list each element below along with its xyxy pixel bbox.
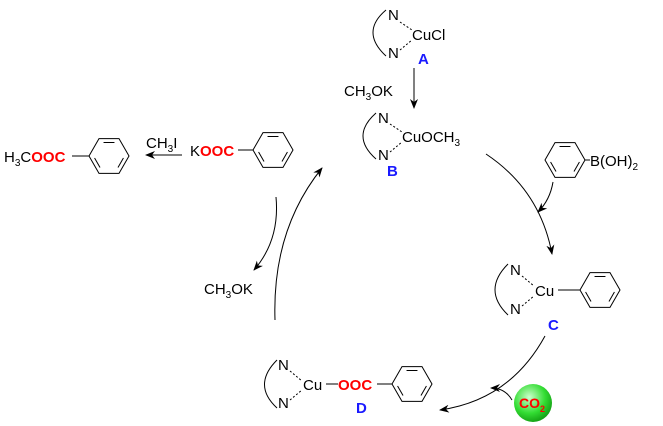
copper-methoxide: CuOCH3 xyxy=(402,129,461,149)
arrow-boronic-acid-in xyxy=(537,181,554,213)
co2-bubble: CO2 xyxy=(514,384,552,422)
benzene-ring xyxy=(88,138,130,174)
arrow-methoxide-out xyxy=(253,196,278,271)
nitrogen-atom: N xyxy=(388,45,399,62)
compound-label-c: C xyxy=(548,317,559,334)
arrow-c-to-d xyxy=(439,335,546,413)
methoxide-reagent-top: CH3OK xyxy=(344,83,393,103)
compound-d: N N Cu OOC D xyxy=(264,357,433,417)
arrow-d-to-b xyxy=(274,167,323,321)
potassium-benzoate-formula: KOOC xyxy=(190,143,234,160)
compound-a: N N CuCl A xyxy=(372,7,445,68)
boronic-acid-group: B(OH)2 xyxy=(590,153,639,173)
coordination-bond xyxy=(521,275,535,307)
nitrogen-atom: N xyxy=(388,7,399,24)
co2-label: CO2 xyxy=(519,395,545,414)
compound-label-a: A xyxy=(418,51,429,68)
ligand-arc xyxy=(362,112,377,160)
compound-b: N N CuOCH3 B xyxy=(362,110,461,180)
ligand-arc xyxy=(372,9,387,57)
compound-label-d: D xyxy=(356,400,367,417)
nitrogen-atom: N xyxy=(278,357,289,374)
coordination-bond xyxy=(399,21,413,51)
ligand-arc xyxy=(264,359,278,409)
benzene-ring xyxy=(579,272,621,308)
coordination-bond xyxy=(289,370,303,401)
potassium-benzoate: KOOC xyxy=(190,132,294,168)
compound-c: N N Cu C xyxy=(494,262,621,334)
arrow-b-to-c xyxy=(485,153,555,255)
benzene-ring xyxy=(252,132,294,168)
phenylboronic-acid: B(OH)2 xyxy=(544,142,639,178)
coordination-bond xyxy=(389,123,403,153)
ligand-arc xyxy=(494,263,509,316)
copper-atom: Cu xyxy=(535,283,554,300)
nitrogen-atom: N xyxy=(378,110,389,127)
compound-label-b: B xyxy=(387,163,398,180)
methyl-iodide-reagent: CH3I xyxy=(146,135,177,155)
methoxide-reagent-left: CH3OK xyxy=(204,281,253,301)
methyl-benzoate: H3COOC xyxy=(4,138,130,174)
copper-atom: Cu xyxy=(303,377,322,394)
carboxylate-group: OOC xyxy=(338,377,372,394)
nitrogen-atom: N xyxy=(378,147,389,164)
nitrogen-atom: N xyxy=(510,262,521,279)
nitrogen-atom: N xyxy=(278,395,289,412)
benzene-ring xyxy=(391,366,433,402)
arrow-co2-in xyxy=(490,384,513,401)
benzene-ring xyxy=(544,142,586,178)
methyl-benzoate-formula: H3COOC xyxy=(4,149,66,169)
copper-chloride: CuCl xyxy=(412,27,445,44)
nitrogen-atom: N xyxy=(510,301,521,318)
